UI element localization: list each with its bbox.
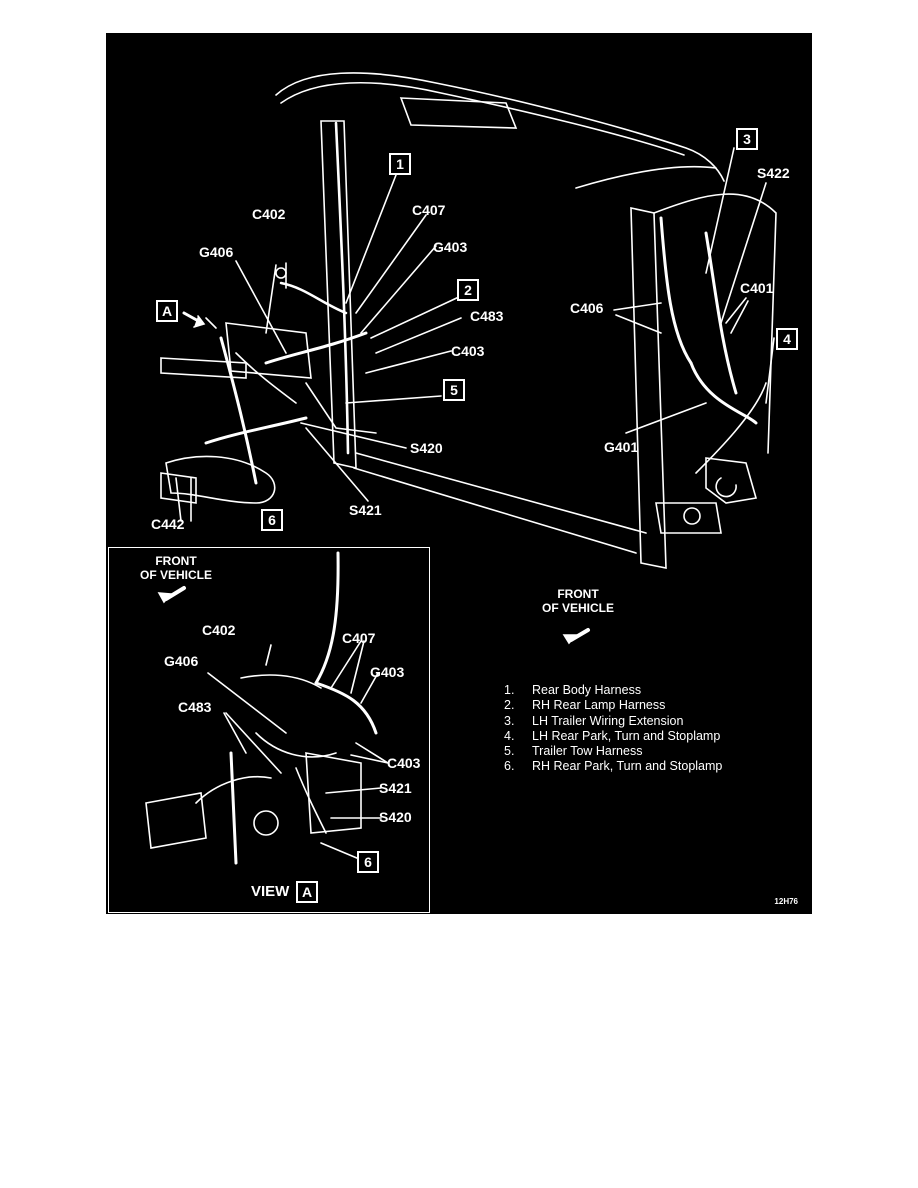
inset-callout-6: 6 xyxy=(357,851,379,873)
label-c442: C442 xyxy=(151,516,185,532)
callout-3: 3 xyxy=(736,128,758,150)
legend-text: LH Trailer Wiring Extension xyxy=(532,713,684,728)
legend: 1. Rear Body Harness 2. RH Rear Lamp Harne… xyxy=(504,683,722,775)
legend-num: 4. xyxy=(504,728,515,743)
legend-text: RH Rear Park, Turn and Stoplamp xyxy=(532,759,723,774)
inset-label-s421: S421 xyxy=(379,780,412,796)
legend-text: Rear Body Harness xyxy=(532,683,642,697)
label-s422: S422 xyxy=(757,165,790,181)
inset-label-s420: S420 xyxy=(379,809,412,825)
inset-label-c407: C407 xyxy=(342,630,376,646)
inset-front-label-line2: OF VEHICLE xyxy=(140,568,213,582)
inset-label-c483: C483 xyxy=(178,699,212,715)
callout-5: 5 xyxy=(443,379,465,401)
label-c406: C406 xyxy=(570,300,604,316)
label-c403: C403 xyxy=(451,343,485,359)
label-g406: G406 xyxy=(199,244,234,260)
inset-label-g406: G406 xyxy=(164,653,199,669)
view-a-inset xyxy=(108,547,430,913)
legend-item: 3. LH Trailer Wiring Extension xyxy=(504,714,722,729)
view-a-marker: A xyxy=(156,300,178,322)
legend-num: 1. xyxy=(504,683,515,697)
vehicle-line-art xyxy=(145,72,777,865)
legend-item: 6. RH Rear Park, Turn and Stoplamp xyxy=(504,759,722,774)
figure-code: 12H76 xyxy=(774,897,798,906)
front-label-line2: OF VEHICLE xyxy=(542,601,615,615)
legend-text: Trailer Tow Harness xyxy=(532,744,643,759)
label-g401: G401 xyxy=(604,439,639,455)
callout-4: 4 xyxy=(776,328,798,350)
legend-num: 3. xyxy=(504,713,515,728)
front-label-line1: FRONT xyxy=(557,587,599,601)
legend-num: 6. xyxy=(504,759,515,774)
inset-front-of-vehicle-label: FRONT OF VEHICLE xyxy=(140,554,212,582)
inset-front-label-line1: FRONT xyxy=(155,554,197,568)
wiring-diagram-figure: 1 2 3 4 5 6 A C402 C407 G406 G403 C483 C… xyxy=(106,33,812,914)
legend-text: RH Rear Lamp Harness xyxy=(532,698,666,713)
legend-item: 4. LH Rear Park, Turn and Stoplamp xyxy=(504,729,722,744)
label-c407: C407 xyxy=(412,202,446,218)
legend-text: LH Rear Park, Turn and Stoplamp xyxy=(532,728,721,743)
inset-view-marker: A xyxy=(296,881,318,903)
front-of-vehicle-label: FRONT OF VEHICLE xyxy=(542,587,614,615)
callout-2: 2 xyxy=(457,279,479,301)
legend-item: 1. Rear Body Harness xyxy=(504,683,722,698)
label-c402: C402 xyxy=(252,206,286,222)
inset-label-c403: C403 xyxy=(387,755,421,771)
callout-6: 6 xyxy=(261,509,283,531)
label-c401: C401 xyxy=(740,280,774,296)
callout-1: 1 xyxy=(389,153,411,175)
inset-view-title: VIEW xyxy=(251,883,290,900)
legend-num: 5. xyxy=(504,744,515,759)
legend-item: 2. RH Rear Lamp Harness xyxy=(504,698,722,713)
label-g403: G403 xyxy=(433,239,468,255)
label-s421: S421 xyxy=(349,502,382,518)
label-s420: S420 xyxy=(410,440,443,456)
inset-label-g403: G403 xyxy=(370,664,405,680)
label-c483: C483 xyxy=(470,308,504,324)
legend-item: 5. Trailer Tow Harness xyxy=(504,744,722,759)
inset-label-c402: C402 xyxy=(202,622,236,638)
legend-num: 2. xyxy=(504,698,515,713)
